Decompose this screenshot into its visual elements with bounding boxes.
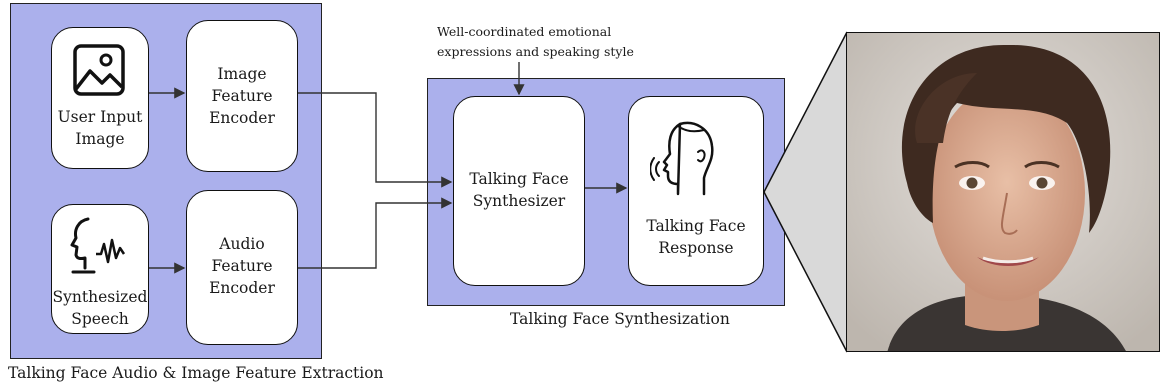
image-feature-encoder-label: Image Feature Encoder <box>209 65 275 127</box>
response-label: Talking Face Response <box>646 217 746 257</box>
zoom-connector <box>763 31 848 353</box>
speaking-head-icon <box>70 217 126 274</box>
image-icon <box>73 44 125 96</box>
emotion-style-note: Well-coordinated emotional expressions a… <box>437 24 634 59</box>
synthesized-speech-label: Synthesized Speech <box>52 288 148 328</box>
response-box <box>628 96 764 286</box>
talking-face-photo <box>846 32 1160 352</box>
audio-feature-encoder-box <box>186 190 298 345</box>
user-input-image-label: User Input Image <box>57 108 143 148</box>
audio-feature-encoder-label: Audio Feature Encoder <box>209 235 275 297</box>
talking-face-icon <box>650 121 714 196</box>
feature-extraction-title: Talking Face Audio & Image Feature Extra… <box>8 364 384 382</box>
synthesization-title: Talking Face Synthesization <box>510 310 730 328</box>
user-input-image-box <box>51 27 149 169</box>
synthesizer-box <box>453 96 585 286</box>
image-feature-encoder-box <box>186 20 298 172</box>
synthesized-speech-box <box>51 204 149 334</box>
synthesizer-label: Talking Face Synthesizer <box>469 170 569 210</box>
